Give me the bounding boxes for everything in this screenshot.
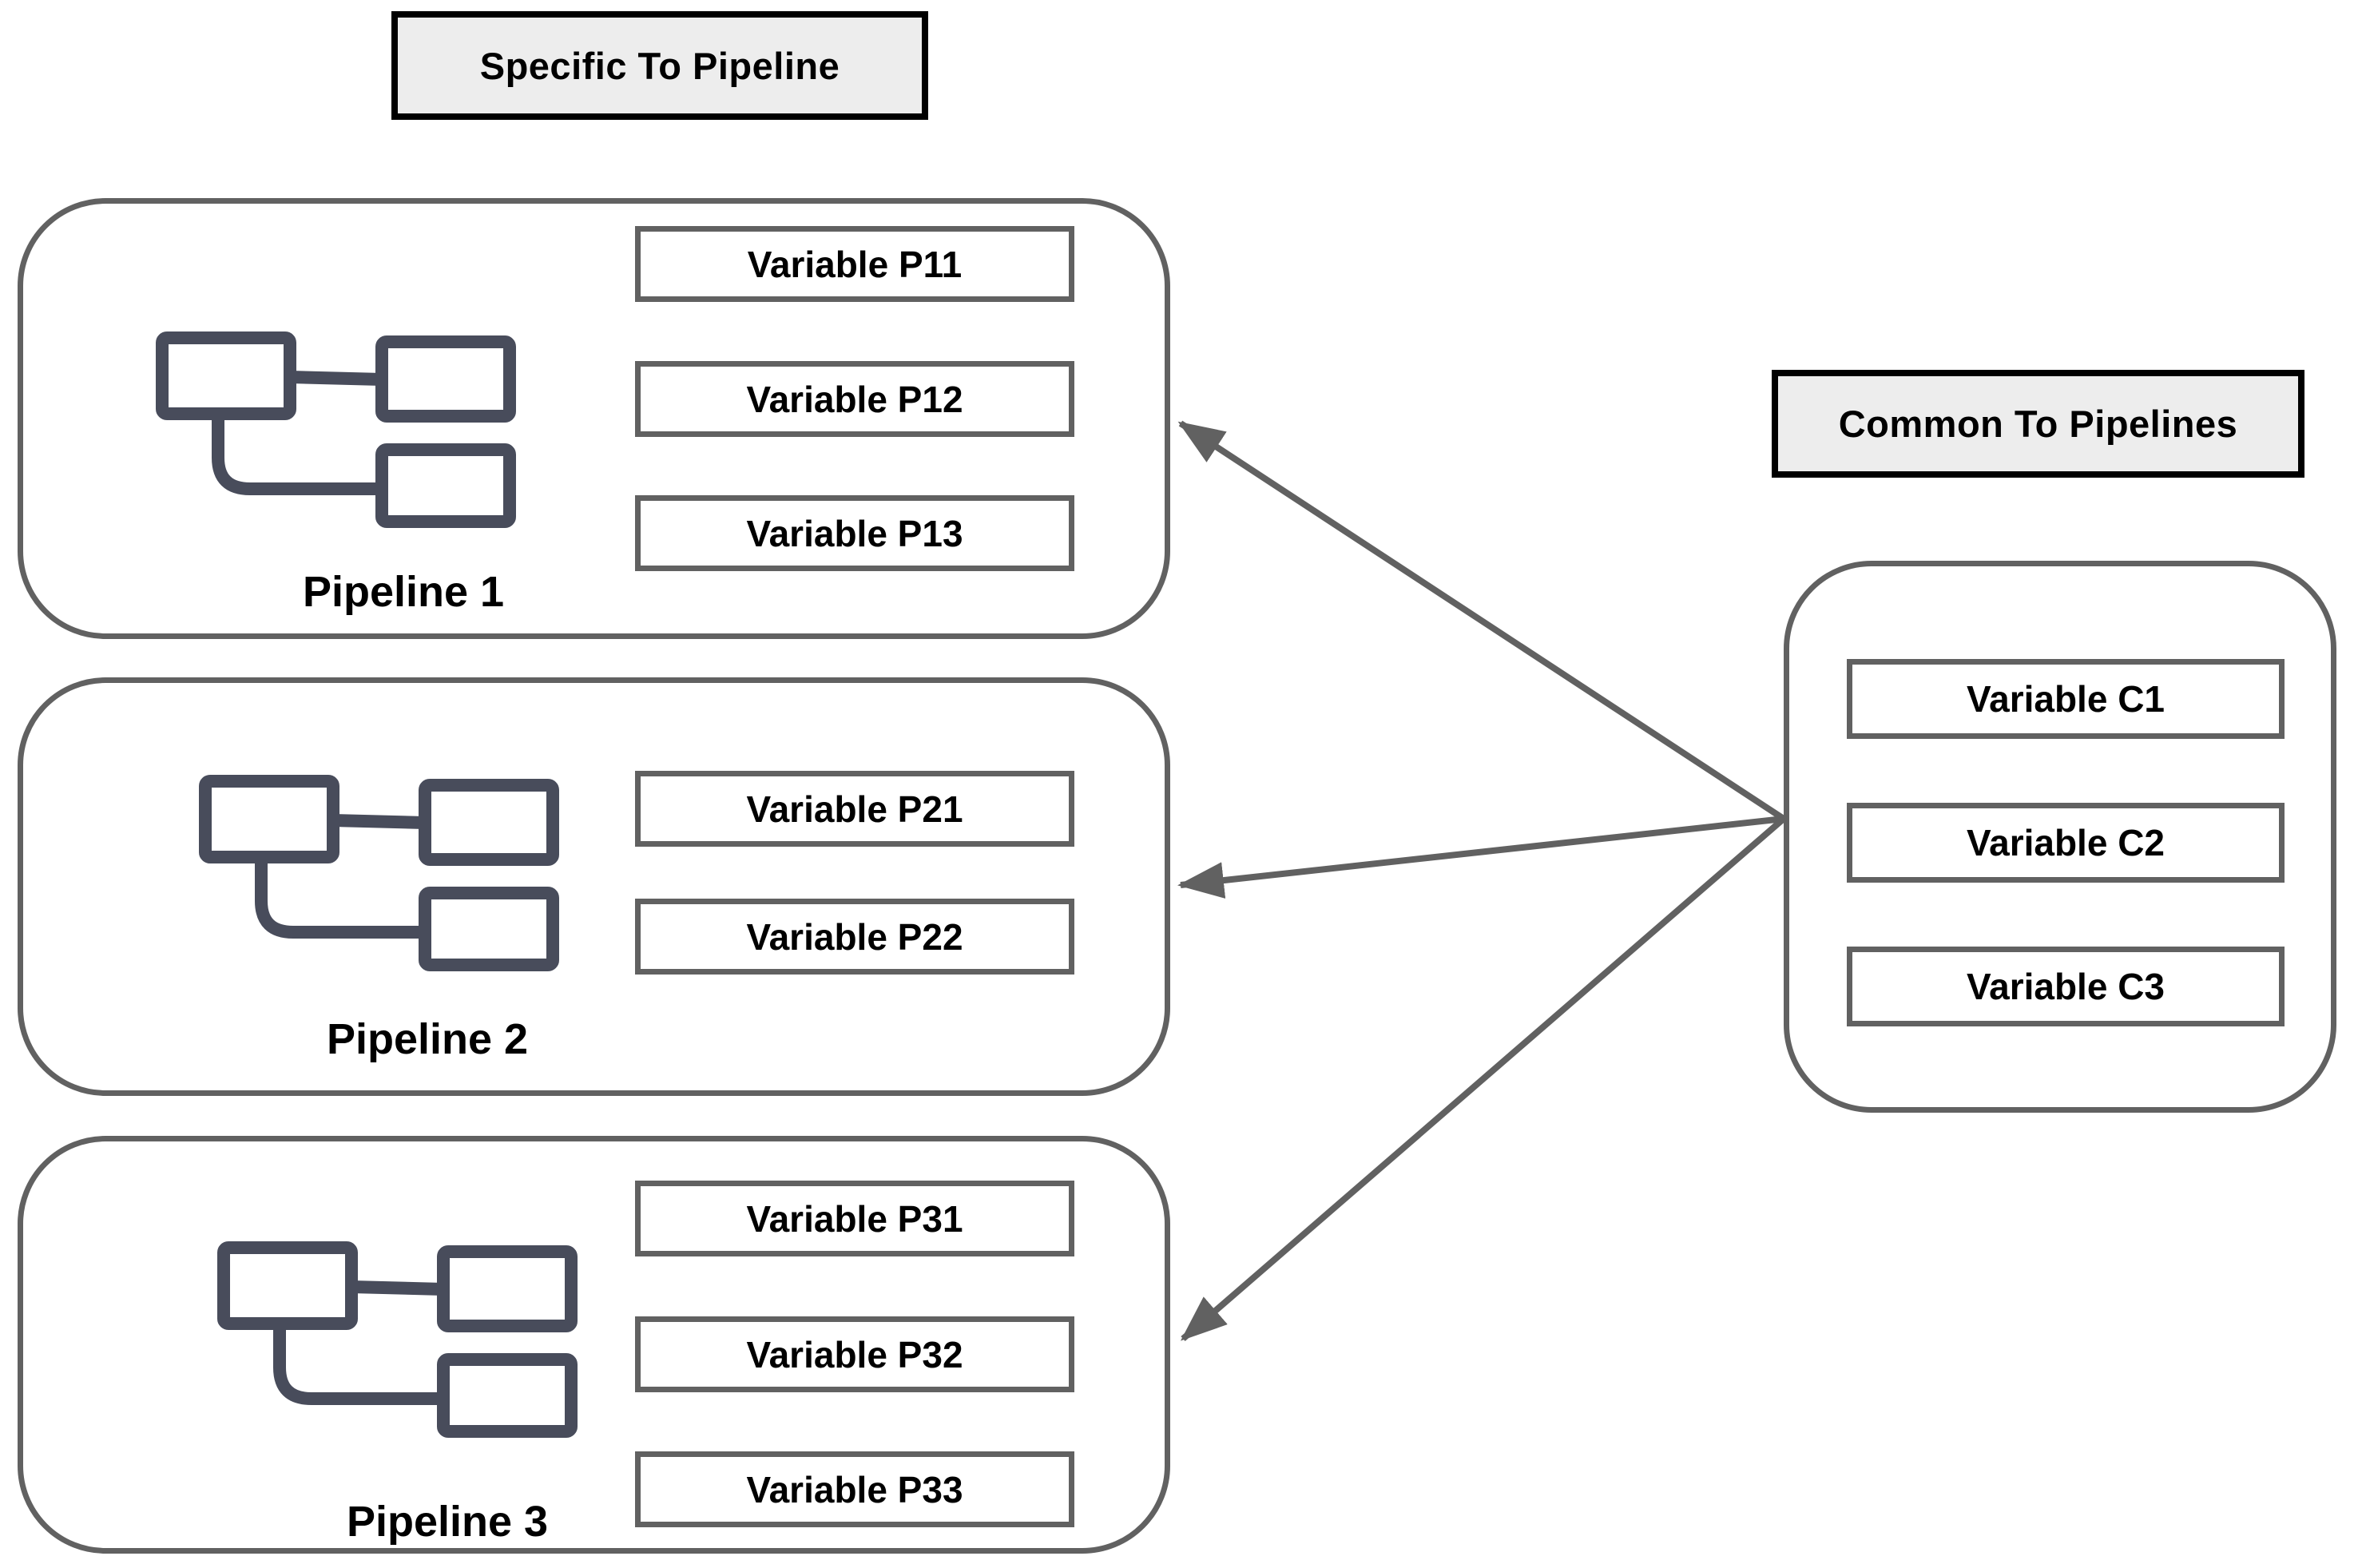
variable-box-p32: Variable P32 — [635, 1316, 1074, 1392]
variable-box-c3: Variable C3 — [1847, 947, 2285, 1026]
arrow-common-to-pipeline-2 — [1177, 816, 1784, 899]
pipeline-2-container — [18, 677, 1170, 1096]
arrow-common-to-pipeline-1 — [1177, 420, 1786, 822]
variable-box-c2: Variable C2 — [1847, 803, 2285, 883]
pipeline-1-flowchart-icon — [156, 331, 523, 531]
specific-to-pipeline-header: Specific To Pipeline — [391, 11, 928, 120]
variable-box-c1: Variable C1 — [1847, 659, 2285, 739]
common-header-label: Common To Pipelines — [1838, 403, 2238, 445]
common-to-pipelines-header: Common To Pipelines — [1772, 370, 2304, 478]
variable-box-p33: Variable P33 — [635, 1451, 1074, 1527]
pipeline-3-flowchart-icon — [217, 1241, 585, 1441]
arrow-common-to-pipeline-3 — [1180, 816, 1786, 1342]
specific-header-label: Specific To Pipeline — [479, 44, 840, 87]
pipeline-2-label: Pipeline 2 — [326, 1015, 529, 1063]
variable-box-p22: Variable P22 — [635, 899, 1074, 975]
pipeline-3-label: Pipeline 3 — [346, 1498, 549, 1546]
variable-box-p21: Variable P21 — [635, 771, 1074, 847]
variable-box-p13: Variable P13 — [635, 495, 1074, 571]
pipeline-1-label: Pipeline 1 — [302, 568, 505, 616]
variable-box-p12: Variable P12 — [635, 361, 1074, 437]
pipeline-2-flowchart-icon — [199, 775, 566, 975]
variable-box-p31: Variable P31 — [635, 1181, 1074, 1256]
variable-box-p11: Variable P11 — [635, 226, 1074, 302]
